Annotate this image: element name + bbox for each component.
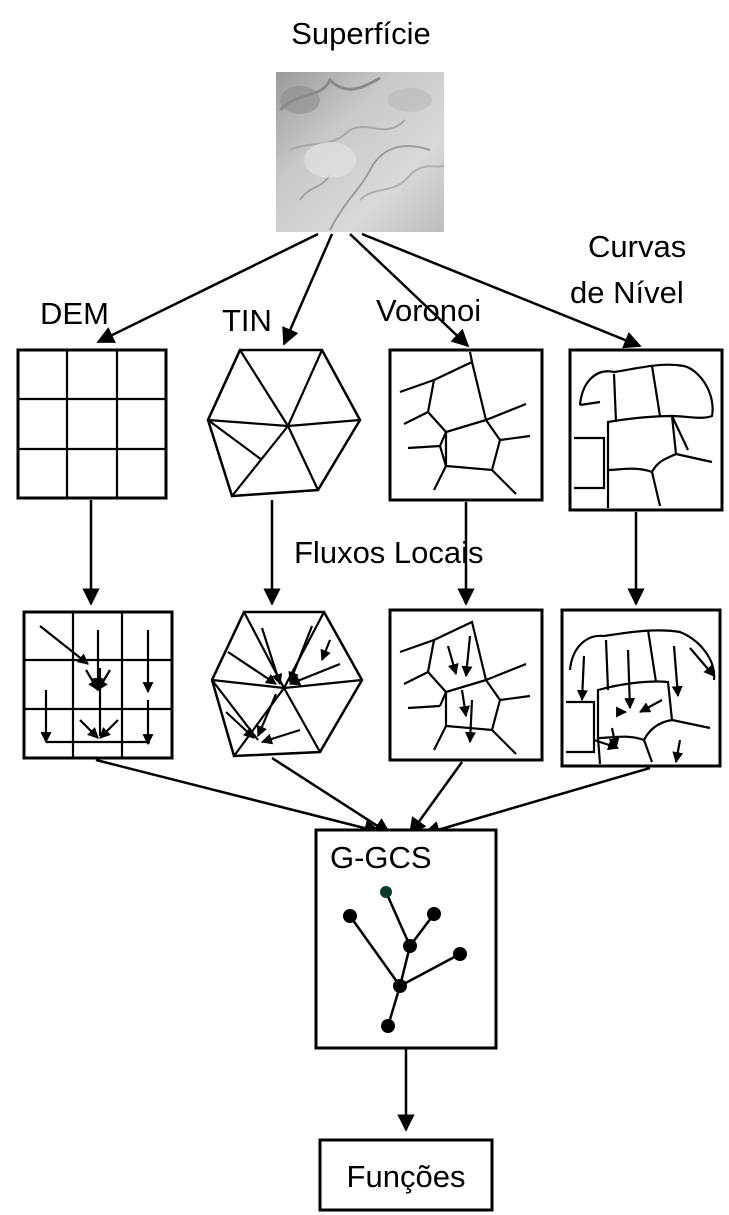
surface-terrain-image [276, 72, 445, 232]
functions-label: Funções [347, 1159, 466, 1194]
tree-node [427, 907, 441, 921]
ggcs-box: G-GCS [314, 828, 498, 1050]
dem-label: DEM [40, 296, 109, 331]
contour-label-line2: de Nível [570, 275, 684, 310]
voronoi-box [388, 348, 544, 502]
tree-node [343, 909, 357, 923]
contour-box [568, 348, 724, 512]
functions-box: Funções [318, 1138, 494, 1212]
voronoi-flow-box [388, 608, 544, 762]
ggcs-label: G-GCS [330, 840, 432, 875]
tree-root-node [380, 886, 392, 898]
down-arrows-row1 [82, 500, 645, 606]
dem-flow-box [22, 610, 174, 760]
local-flows-label: Fluxos Locais [294, 535, 484, 570]
contour-flow-box [560, 608, 722, 768]
converging-arrows [95, 756, 651, 838]
tree-node [381, 1019, 395, 1033]
dem-grid-box [16, 348, 168, 500]
surface-arrows [96, 232, 642, 349]
voronoi-label: Voronoi [376, 293, 481, 328]
tin-mesh-box [206, 348, 362, 498]
contour-label-line1: Curvas [588, 229, 686, 264]
tree-node [393, 979, 407, 993]
tree-node [453, 947, 467, 961]
tin-label: TIN [222, 303, 272, 338]
tin-flow-box [210, 610, 364, 758]
tree-node [403, 939, 417, 953]
surface-label: Superfície [291, 16, 431, 51]
